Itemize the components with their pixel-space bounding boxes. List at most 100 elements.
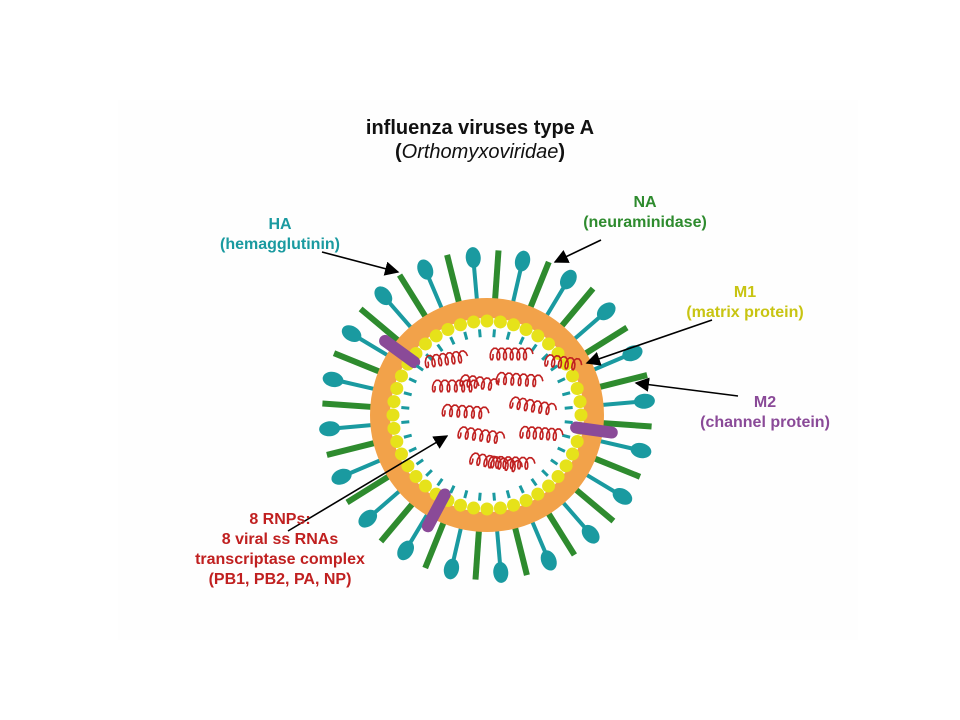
matrix-bead [394, 369, 408, 383]
ha-spike-stem [408, 509, 432, 545]
ha-spike-stem [595, 438, 634, 451]
matrix-bead [566, 447, 580, 461]
inner-stub [436, 343, 444, 352]
matrix-bead [429, 329, 443, 343]
matrix-bead [467, 315, 481, 329]
inner-stub [401, 420, 410, 424]
na-spike [345, 471, 394, 505]
inner-stub [557, 377, 566, 384]
m1-abbr: M1 [733, 284, 757, 301]
matrix-bead [542, 337, 556, 351]
na-spike [594, 372, 648, 391]
ha-spike-stem [357, 336, 393, 360]
inner-stub [530, 343, 538, 352]
na-spike [378, 498, 418, 544]
inner-stub [449, 485, 456, 494]
inner-stub [449, 336, 456, 345]
ha-spike-head [374, 286, 393, 306]
ha-spike-head [358, 509, 378, 528]
inner-stub [415, 458, 424, 466]
inner-stub [530, 478, 538, 487]
rnp-coils [424, 347, 583, 473]
matrix-bead [390, 434, 404, 448]
rnp-coil [519, 425, 564, 442]
matrix-bead [493, 315, 507, 329]
na-spike [598, 419, 652, 430]
ha-spike-head [322, 371, 344, 388]
m1-arrow [585, 319, 713, 366]
rnp-coil [431, 379, 480, 393]
matrix-bead [467, 501, 481, 515]
na-spike [332, 350, 385, 376]
diagram-title: influenza viruses type A (Orthomyxovirid… [280, 116, 680, 164]
ha-spike-head [417, 259, 434, 280]
inner-stub [518, 485, 525, 494]
na-spike [511, 522, 530, 576]
title-family: Orthomyxoviridae [401, 141, 559, 163]
ha-spike-stem [348, 456, 385, 476]
matrix-bead [570, 434, 584, 448]
na-label: NA (neuraminidase) [545, 193, 745, 233]
na-spike [570, 484, 616, 524]
ha-spike-head [633, 393, 655, 409]
diagram-panel [118, 100, 858, 640]
matrix-bead [574, 408, 588, 422]
m2-channel [570, 421, 618, 439]
na-spike [580, 325, 629, 359]
ha-spike-stem [387, 300, 416, 332]
inner-stub [408, 446, 417, 453]
inner-stub [463, 489, 469, 499]
na-spike [444, 254, 463, 308]
na-spike [589, 454, 642, 480]
matrix-bead [570, 382, 584, 396]
rnp-coil [441, 403, 490, 420]
ha-spike-stem [426, 276, 446, 313]
rnp-coil [543, 354, 583, 371]
matrix-bead [418, 479, 432, 493]
matrix-bead [531, 329, 545, 343]
matrix-bead [493, 501, 507, 515]
inner-stub [518, 336, 525, 345]
rnp-line: 8 viral ss RNAs [221, 531, 339, 548]
inner-stub [550, 458, 559, 466]
matrix-bead [542, 479, 556, 493]
inner-stub [505, 489, 511, 499]
m2-full: (channel protein) [700, 414, 830, 431]
ha-spike-stem [528, 517, 548, 554]
ha-spike-head [622, 345, 643, 362]
rnp-coil [487, 455, 536, 470]
matrix-bead [506, 498, 520, 512]
matrix-bead [519, 494, 533, 508]
na-spike [472, 526, 483, 580]
matrix-bead [401, 459, 415, 473]
ha-abbr: HA [268, 216, 292, 233]
ha-spike-stem [598, 399, 637, 408]
na-spike [326, 439, 380, 458]
inner-stub [425, 469, 433, 477]
na-spike [358, 306, 404, 346]
na-spike [397, 273, 431, 322]
inner-stub [403, 391, 413, 397]
ha-arrow [321, 251, 400, 276]
rnp-coil [424, 349, 469, 369]
ha-spike-head [581, 524, 600, 544]
matrix-bead [480, 502, 494, 516]
ha-spike-head [443, 558, 460, 580]
inner-stub [478, 329, 482, 338]
na-abbr: NA [633, 194, 657, 211]
ha-spike-head [319, 421, 341, 437]
matrix-bead [409, 470, 423, 484]
matrix-bead [454, 318, 468, 332]
inner-stub [425, 353, 433, 361]
matrix-bead [566, 369, 580, 383]
m1-full: (matrix protein) [686, 304, 804, 321]
inner-stub [492, 492, 496, 501]
ha-spike-head [559, 269, 577, 290]
inner-stub [505, 331, 511, 341]
ha-spike-head [341, 325, 362, 343]
inner-stub [557, 446, 566, 453]
ha-spike-head [397, 540, 415, 561]
ha-spike-stem [471, 265, 480, 304]
paren-open: ( [394, 141, 402, 163]
na-spikes [322, 250, 652, 580]
